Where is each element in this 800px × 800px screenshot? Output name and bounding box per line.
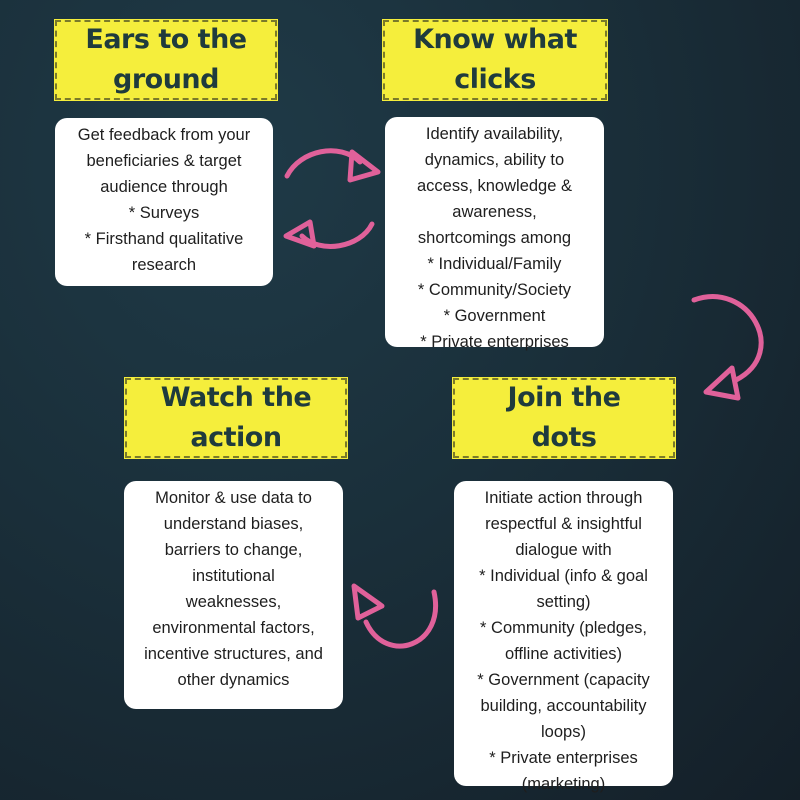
box-line: * Private enterprises xyxy=(420,333,569,351)
arrow-right-head xyxy=(703,365,741,401)
box-line: audience through xyxy=(100,178,228,196)
arrow-right-curve xyxy=(691,294,764,383)
box-line: * Government (capacity xyxy=(477,671,650,689)
box-line: loops) xyxy=(541,723,586,741)
box-ears-to-the-ground: Get feedback from your beneficiaries & t… xyxy=(55,118,273,286)
box-line: * Private enterprises xyxy=(489,749,638,767)
box-line: * Surveys xyxy=(128,204,200,222)
box-line: weaknesses, xyxy=(185,593,282,611)
box-line: environmental factors, xyxy=(152,619,315,637)
box-line: Monitor & use data to xyxy=(155,489,312,507)
box-line: incentive structures, and xyxy=(144,645,323,663)
title-ears-to-the-ground: Ears to the ground xyxy=(54,19,278,101)
box-line: research xyxy=(131,256,197,274)
box-line: understand biases, xyxy=(163,515,304,533)
box-line: * Individual/Family xyxy=(427,255,562,273)
box-line: Identify availability, xyxy=(425,125,564,143)
arrow-top-head xyxy=(347,149,381,183)
box-line: beneficiaries & target xyxy=(86,152,242,170)
title-join-the-dots: Join the dots xyxy=(452,377,676,459)
box-line: building, accountability xyxy=(480,697,647,715)
box-line: institutional xyxy=(192,567,275,585)
box-line: respectful & insightful xyxy=(485,515,642,533)
box-line: Get feedback from your xyxy=(77,126,251,144)
box-line: awareness, xyxy=(452,203,537,221)
arrow-bottom-curve xyxy=(299,221,375,249)
box-line: * Individual (info & goal xyxy=(479,567,648,585)
box-line: other dynamics xyxy=(177,671,290,689)
box-know-what-clicks: Identify availability, dynamics, ability… xyxy=(385,117,604,351)
title-watch-the-action: Watch the action xyxy=(124,377,348,459)
box-line: * Community/Society xyxy=(417,281,572,299)
box-line: offline activities) xyxy=(504,645,623,663)
box-line: access, knowledge & xyxy=(416,177,572,195)
box-line: shortcomings among xyxy=(417,229,572,247)
box-line: barriers to change, xyxy=(164,541,303,559)
arrow-lower-curve xyxy=(363,589,439,649)
box-line: dialogue with xyxy=(515,541,612,559)
box-line: * Firsthand qualitative xyxy=(84,230,244,248)
box-watch-the-action: Monitor & use data to understand biases,… xyxy=(124,481,343,709)
title-know-what-clicks: Know what clicks xyxy=(382,19,608,101)
box-line: * Community (pledges, xyxy=(480,619,647,637)
arrow-bottom-head xyxy=(283,219,317,249)
box-join-the-dots: Initiate action through respectful & ins… xyxy=(454,481,673,793)
box-line: setting) xyxy=(536,593,591,611)
box-line: * Government xyxy=(443,307,546,325)
box-line: dynamics, ability to xyxy=(424,151,565,169)
box-line: Initiate action through xyxy=(484,489,643,507)
box-line: (marketing) xyxy=(521,775,606,793)
arrow-lower-head xyxy=(351,583,385,621)
